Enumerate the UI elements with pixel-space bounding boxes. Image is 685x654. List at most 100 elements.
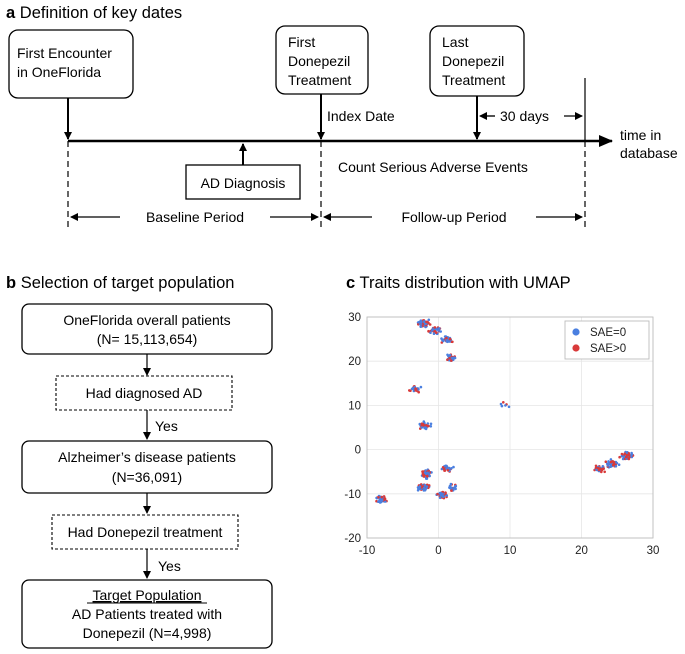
y-tick-label: -10 <box>344 489 361 501</box>
yes-label-2: Yes <box>158 558 181 574</box>
point-sae0 <box>446 353 449 357</box>
legend-marker-sae-pos <box>572 344 580 352</box>
yes-label-1: Yes <box>155 418 178 434</box>
x-tick-label: 20 <box>575 545 588 557</box>
point-sae0 <box>440 337 443 340</box>
first-encounter-box <box>8 29 134 99</box>
point-sae-pos <box>627 453 631 457</box>
point-sae-pos <box>600 467 604 471</box>
point-sae0 <box>429 422 433 426</box>
point-sae-pos <box>623 452 626 456</box>
target-population-box <box>21 579 273 649</box>
point-sae0 <box>609 463 613 467</box>
point-sae0 <box>609 465 612 469</box>
point-sae0 <box>429 331 432 335</box>
panel-a: a Definition of key dates First Encounte… <box>6 4 678 230</box>
point-sae0 <box>427 318 431 322</box>
point-sae0 <box>422 420 426 423</box>
point-sae-pos <box>450 359 453 362</box>
point-sae0 <box>453 356 456 360</box>
filter-diagnosed-ad-label: Had diagnosed AD <box>86 385 203 401</box>
last-donepezil-line2: Donepezil <box>442 53 504 69</box>
filter-diagnosed-ad-box <box>55 375 233 411</box>
point-sae-pos <box>450 489 453 492</box>
last-donepezil-line1: Last <box>442 34 469 50</box>
point-sae-pos <box>626 453 629 457</box>
point-sae-pos <box>612 460 616 464</box>
followup-label: Follow-up Period <box>401 209 506 225</box>
point-sae0 <box>423 484 427 487</box>
first-donepezil-line1: First <box>288 34 315 50</box>
axis-label-line1: time in <box>620 127 661 143</box>
x-tick-label: -10 <box>359 545 376 557</box>
point-sae0 <box>448 486 451 489</box>
x-tick-label: 0 <box>435 545 441 557</box>
point-sae0 <box>442 339 445 343</box>
point-sae0 <box>418 485 422 489</box>
point-sae0 <box>432 332 436 336</box>
x-tick-label: 30 <box>647 545 660 557</box>
legend-box <box>564 320 650 360</box>
point-sae0 <box>601 465 605 468</box>
umap-plot-frame <box>366 316 654 539</box>
point-sae0 <box>419 319 423 323</box>
point-sae0 <box>614 460 618 464</box>
point-sae-pos <box>436 492 439 496</box>
panel-a-title: Definition of key dates <box>20 4 182 22</box>
point-sae0 <box>447 466 451 470</box>
point-sae0 <box>450 486 453 490</box>
point-sae-pos <box>628 456 631 459</box>
svg-text:c Traits distribution with UMA: c Traits distribution with UMAP <box>346 274 571 292</box>
point-sae-pos <box>427 484 431 487</box>
ad-diagnosis-box <box>185 164 301 200</box>
point-sae-pos <box>414 387 418 391</box>
ad-patients-line1: Alzheimer’s disease patients <box>58 449 236 465</box>
point-sae0 <box>453 486 456 490</box>
point-sae-pos <box>448 337 452 341</box>
point-sae-pos <box>377 496 380 499</box>
point-sae-pos <box>428 323 432 326</box>
panel-c-title: Traits distribution with UMAP <box>359 274 570 292</box>
point-sae0 <box>418 422 422 426</box>
point-sae0 <box>504 404 507 407</box>
y-tick-label: 10 <box>348 400 361 412</box>
point-sae-pos <box>383 498 387 501</box>
target-population-title: Target Population <box>93 587 202 603</box>
point-sae-pos <box>380 495 384 499</box>
panel-c-letter: c <box>346 274 355 292</box>
point-sae-pos <box>375 499 378 503</box>
index-date-label: Index Date <box>327 108 395 124</box>
point-sae0 <box>426 422 430 425</box>
point-sae0 <box>419 385 423 389</box>
point-sae0 <box>384 500 387 503</box>
legend-marker-sae0 <box>572 328 580 336</box>
point-sae-pos <box>603 470 606 474</box>
x-tick-label: 10 <box>504 545 517 557</box>
point-sae0 <box>438 327 441 330</box>
point-sae-pos <box>446 358 449 362</box>
overall-patients-line1: OneFlorida overall patients <box>63 312 230 328</box>
axis-label-line2: database <box>620 145 678 161</box>
point-sae0 <box>606 464 610 467</box>
point-sae0 <box>431 328 434 332</box>
y-tick-label: 0 <box>355 445 361 457</box>
point-sae0 <box>439 330 443 333</box>
point-sae0 <box>423 488 427 492</box>
point-sae0 <box>507 405 511 409</box>
point-sae-pos <box>421 473 425 477</box>
point-sae-pos <box>612 462 616 466</box>
legend-label-sae0: SAE=0 <box>590 327 626 339</box>
point-sae-pos <box>618 455 621 459</box>
point-sae-pos <box>620 452 624 456</box>
point-sae-pos <box>433 330 437 333</box>
point-sae0 <box>416 489 420 492</box>
point-sae0 <box>595 468 599 472</box>
point-sae-pos <box>609 460 613 464</box>
svg-text:b Selection of target populati: b Selection of target population <box>6 274 234 292</box>
umap-legend: SAE=0 SAE>0 <box>564 320 650 360</box>
point-sae-pos <box>426 475 429 478</box>
count-sae-label: Count Serious Adverse Events <box>338 159 528 175</box>
filter-donepezil-label: Had Donepezil treatment <box>68 524 223 540</box>
